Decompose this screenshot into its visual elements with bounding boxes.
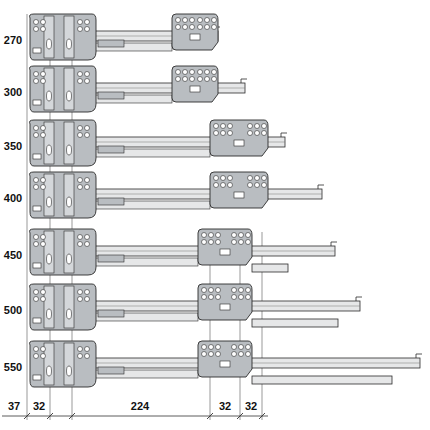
dimension-value: 224 (120, 400, 160, 412)
length-label: 450 (0, 249, 26, 261)
drawer-runner (30, 66, 248, 112)
extension-line (27, 14, 28, 420)
length-label: 550 (0, 361, 26, 373)
drawer-runner (30, 229, 338, 275)
dimension-tick (47, 413, 53, 419)
dimension-value: 32 (215, 400, 235, 412)
dimension-tick (259, 413, 265, 419)
drawer-runner (30, 284, 363, 330)
dimension-value: 32 (29, 400, 49, 412)
drawer-runner (30, 14, 221, 60)
dimension-tick (69, 413, 75, 419)
length-label: 400 (0, 192, 26, 204)
length-label: 270 (0, 34, 26, 46)
dimension-tick (237, 413, 243, 419)
dimension-tick (24, 413, 30, 419)
drawer-runner (30, 341, 423, 387)
length-label: 300 (0, 86, 26, 98)
dimension-value: 37 (4, 400, 24, 412)
dimension-line (2, 416, 268, 417)
drawer-runner (30, 172, 325, 218)
length-label: 350 (0, 140, 26, 152)
dimension-tick (207, 413, 213, 419)
dimension-value: 32 (241, 400, 261, 412)
length-label: 500 (0, 304, 26, 316)
drawer-runner (30, 120, 288, 166)
